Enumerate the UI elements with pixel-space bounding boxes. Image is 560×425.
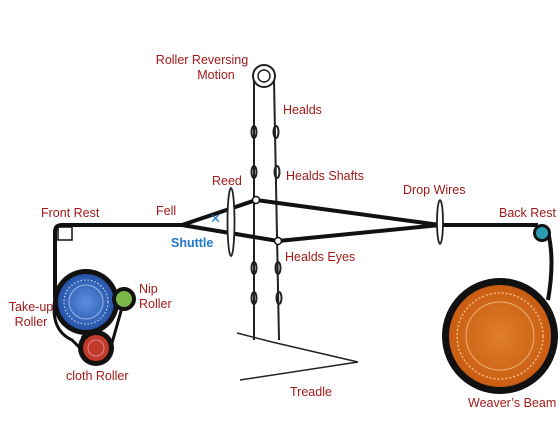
reed xyxy=(226,187,236,257)
label-healds-eyes: Healds Eyes xyxy=(285,250,356,264)
label-take-up-roller-line1: Take-up xyxy=(8,300,54,314)
weavers-beam xyxy=(442,278,558,394)
label-weavers-beam: Weaver’s Beam xyxy=(468,396,557,410)
label-front-rest: Front Rest xyxy=(41,206,100,220)
x-mark-icon: ✕ xyxy=(210,212,221,227)
cloth-roller xyxy=(78,330,114,366)
label-shuttle: Shuttle xyxy=(171,236,214,250)
drop-wires xyxy=(436,199,444,245)
treadle xyxy=(236,332,359,381)
label-nip-roller-line2: Roller xyxy=(139,297,172,311)
label-take-up-roller: Take-up Roller xyxy=(4,300,58,330)
label-roller-reversing-motion-line1: Roller Reversing xyxy=(155,53,249,67)
take-up-roller xyxy=(53,269,119,335)
heald-eyes xyxy=(251,195,283,246)
label-reed: Reed xyxy=(212,174,242,188)
label-healds-shafts: Healds Shafts xyxy=(286,169,364,183)
label-roller-reversing-motion: Roller Reversing Motion xyxy=(148,53,256,83)
heald-cords xyxy=(250,79,283,341)
label-fell: Fell xyxy=(156,204,177,218)
label-cloth-roller: cloth Roller xyxy=(66,369,129,383)
roller-reversing-pulley xyxy=(252,64,276,88)
label-nip-roller: Nip Roller xyxy=(139,282,172,312)
label-roller-reversing-motion-line2: Motion xyxy=(197,68,235,82)
label-take-up-roller-line2: Roller xyxy=(14,315,48,329)
back-rest-roller xyxy=(533,224,551,242)
label-back-rest: Back Rest xyxy=(499,206,556,220)
label-treadle: Treadle xyxy=(290,385,332,399)
nip-roller xyxy=(112,287,136,311)
label-drop-wires: Drop Wires xyxy=(403,183,466,197)
front-rest xyxy=(57,226,73,241)
label-nip-roller-line1: Nip xyxy=(139,282,158,296)
label-healds: Healds xyxy=(283,103,322,117)
